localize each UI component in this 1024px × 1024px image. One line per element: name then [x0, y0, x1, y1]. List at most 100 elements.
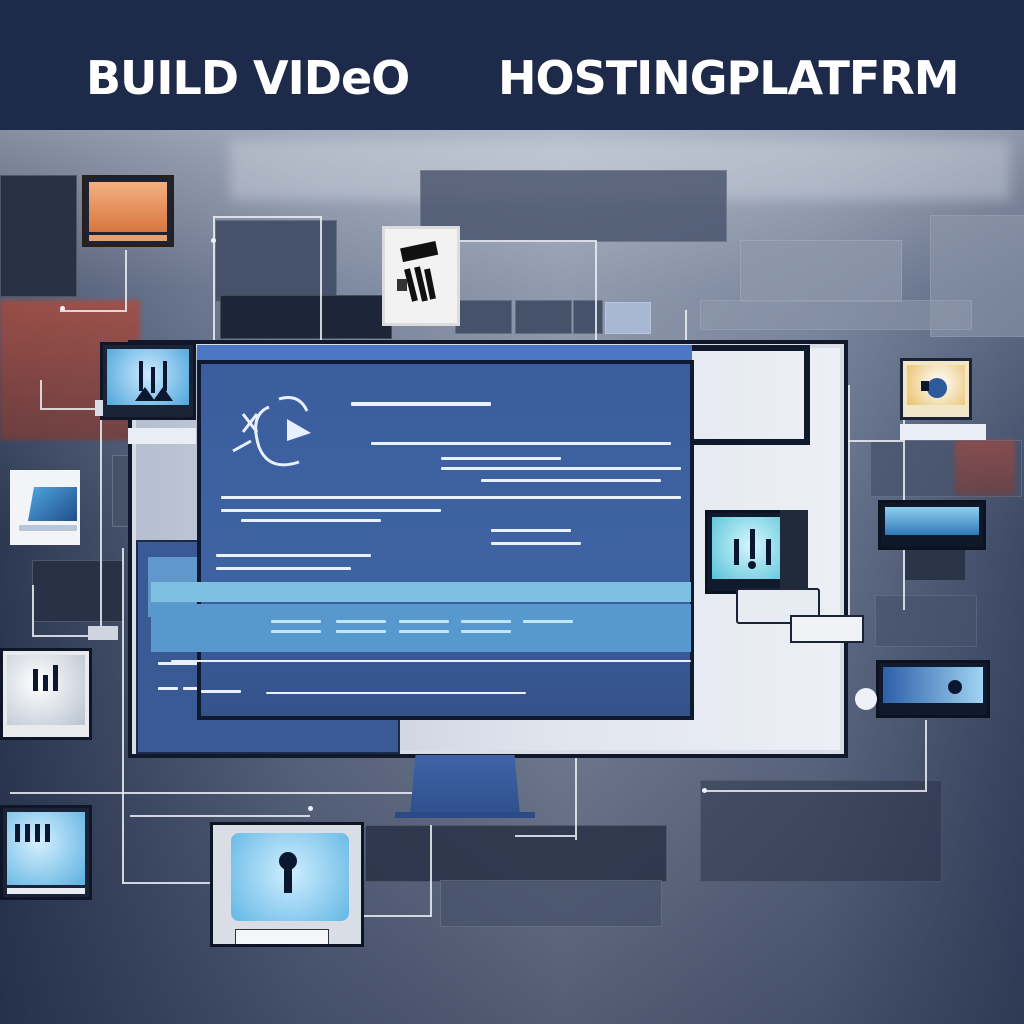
title-left: BUILD VIDeO [86, 51, 410, 105]
background-tile [955, 440, 1015, 495]
secondary-window-frame [690, 345, 810, 445]
keyhole-icon [279, 852, 297, 893]
media-thumbnail-icon [948, 680, 962, 694]
control-item [461, 630, 511, 633]
bar-chart-icon [15, 824, 50, 842]
header-banner: BUILD VIDeO HOSTINGPLATFRM [0, 0, 1024, 130]
control-item [336, 620, 386, 623]
connector-line [10, 792, 430, 794]
control-item [336, 630, 386, 633]
text-line [481, 479, 661, 482]
connector-line [40, 380, 102, 410]
timeline-band [151, 582, 691, 602]
laptop-base [19, 525, 77, 531]
frame-chip [95, 400, 103, 416]
control-item [271, 620, 321, 623]
equalizer-icon [135, 361, 173, 401]
connector-line [515, 835, 575, 837]
connector-line [60, 250, 127, 312]
equalizer-icon [734, 529, 771, 569]
connector-line [685, 310, 687, 345]
background-tile [700, 780, 942, 882]
laptop-screen [28, 487, 77, 521]
control-item [399, 630, 449, 633]
background-tile [420, 170, 727, 242]
text-line [158, 687, 178, 690]
media-thumbnail-icon [921, 378, 947, 398]
background-tile [365, 825, 667, 882]
connector-line [818, 440, 903, 442]
connector-dot [211, 238, 216, 243]
video-thumbnail[interactable] [876, 660, 990, 718]
monitor-stand [410, 755, 520, 815]
connector-line [122, 882, 212, 884]
main-application-window [151, 360, 694, 720]
background-tile [740, 240, 902, 302]
connector-line [705, 720, 927, 792]
connector-line [360, 825, 432, 917]
video-thumbnail[interactable] [82, 175, 174, 247]
background-tile [220, 295, 392, 339]
connector-line [122, 548, 124, 883]
text-line [241, 519, 381, 522]
background-tile [573, 300, 603, 334]
connector-line [213, 216, 322, 346]
thumbnail-caption [128, 428, 196, 444]
text-line [201, 690, 241, 693]
text-line [491, 529, 571, 532]
control-item [271, 630, 321, 633]
connector-line [32, 585, 104, 637]
thumbnail-caption [235, 929, 329, 944]
control-item [399, 620, 449, 623]
divider [171, 660, 691, 662]
background-tile [440, 880, 662, 927]
title-right: HOSTINGPLATFRM [498, 51, 960, 105]
text-line [491, 542, 581, 545]
text-line [216, 554, 371, 557]
playback-wave-icon [232, 396, 311, 467]
text-line [441, 467, 681, 470]
background-tile [605, 302, 651, 334]
text-line [216, 567, 351, 570]
connector-dot [308, 806, 313, 811]
device-module [780, 510, 808, 590]
device-module [855, 688, 877, 710]
connector-line [100, 400, 102, 640]
text-line [266, 692, 526, 694]
video-thumbnail[interactable] [210, 822, 364, 947]
connector-line [848, 385, 850, 615]
text-line [351, 402, 491, 406]
text-line [371, 442, 671, 445]
frame-chip [88, 626, 118, 640]
connector-line [130, 815, 310, 817]
connector-dot [702, 788, 707, 793]
video-thumbnail[interactable] [900, 358, 972, 420]
video-thumbnail[interactable] [10, 470, 80, 545]
monitor-title-bar [197, 345, 692, 361]
text-line [441, 457, 561, 460]
control-item [461, 620, 511, 623]
video-thumbnail[interactable] [100, 342, 196, 420]
camera-icon [397, 240, 439, 302]
video-thumbnail[interactable] [878, 500, 986, 550]
video-thumbnail[interactable] [0, 805, 92, 900]
background-tile [515, 300, 572, 334]
control-band [151, 604, 691, 652]
text-line [158, 662, 198, 665]
device-module [790, 615, 864, 643]
text-line [221, 496, 681, 499]
background-tile [930, 215, 1024, 337]
control-item [523, 620, 573, 623]
bar-chart-icon [33, 665, 58, 691]
connector-line [575, 720, 577, 840]
background-tile [700, 300, 972, 330]
background-tile [215, 220, 337, 302]
text-line [221, 509, 441, 512]
video-thumbnail[interactable] [0, 648, 92, 740]
background-tile [875, 595, 977, 647]
monitor-base [395, 812, 535, 818]
connector-line [383, 240, 597, 342]
device-module [905, 550, 965, 580]
thumbnail-caption [900, 424, 986, 440]
video-thumbnail[interactable] [382, 226, 460, 326]
